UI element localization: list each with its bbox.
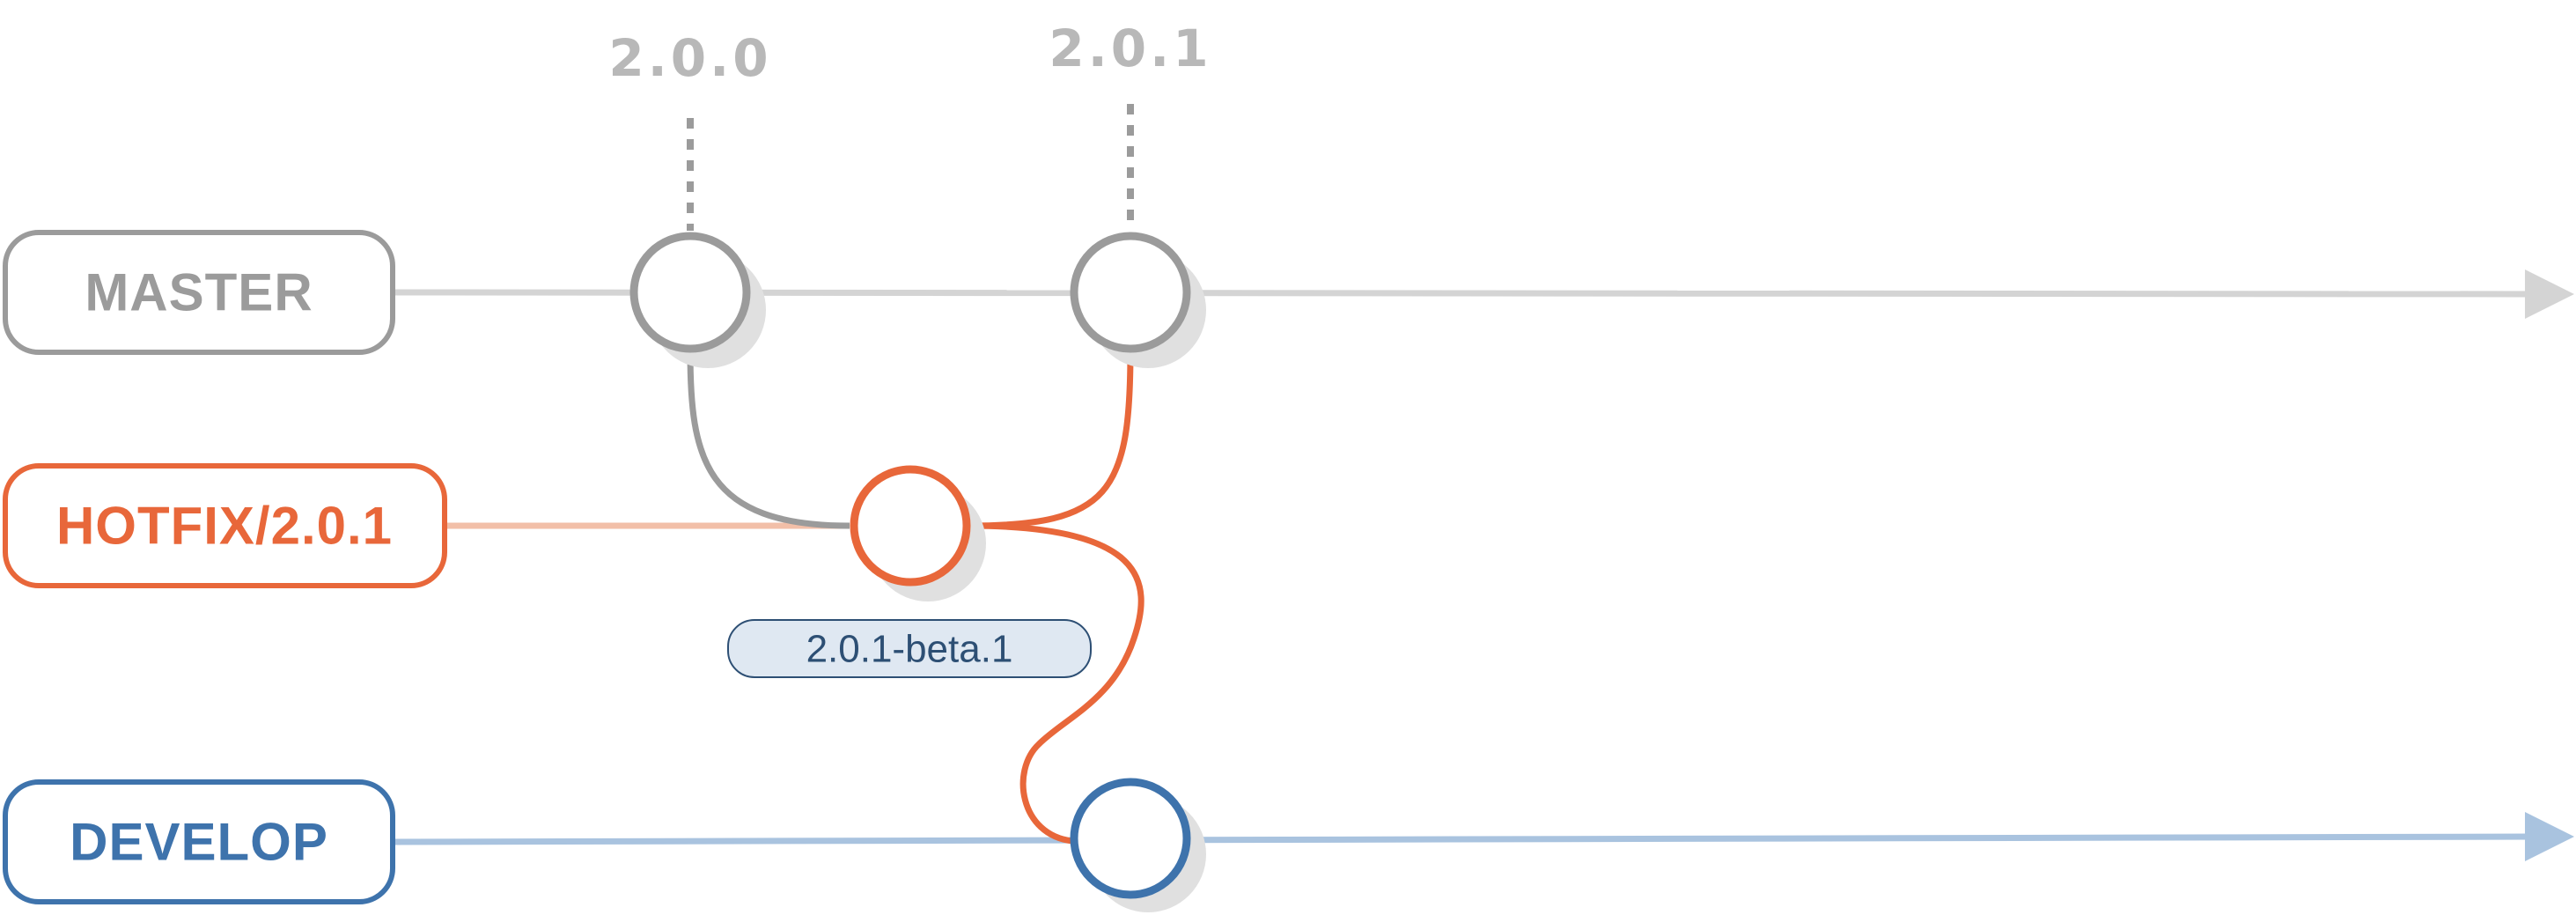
master-commit-201 [1070,232,1206,368]
hotfix-commit [850,465,986,601]
master-branch-text: MASTER [85,263,313,322]
tag-201-label: 2.0.1 [1049,18,1211,78]
tag-200-label: 2.0.0 [608,28,771,88]
master-arrowhead-icon [2525,269,2574,319]
hotfix-to-master-curve [968,350,1134,529]
develop-branch-label: DEVELOP [3,779,395,904]
hotfix-branch-text: HOTFIX/2.0.1 [56,497,393,556]
master-to-hotfix-curve [687,350,850,529]
hotfix-branch-label: HOTFIX/2.0.1 [3,463,447,588]
master-branch-label: MASTER [3,230,395,355]
master-commit-200 [629,232,766,368]
develop-arrowhead-icon [2525,812,2574,861]
hotfix-to-develop-curve [968,522,1144,845]
develop-branch-text: DEVELOP [70,813,328,872]
beta-tag-badge: 2.0.1-beta.1 [727,619,1092,678]
beta-tag-text: 2.0.1-beta.1 [806,628,1013,671]
develop-branch-line [394,833,2536,845]
develop-commit [1070,778,1206,912]
